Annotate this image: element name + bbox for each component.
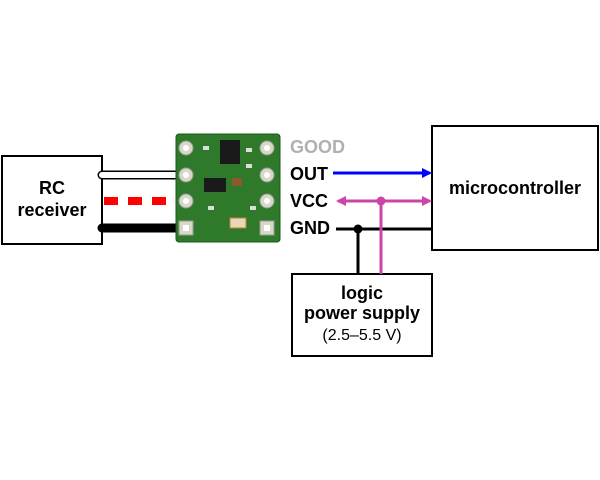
gnd-wiring bbox=[336, 224, 432, 274]
microcontroller-label: microcontroller bbox=[449, 178, 581, 198]
pcb-board bbox=[175, 133, 281, 243]
vcc-wiring bbox=[336, 196, 432, 274]
rc-cable bbox=[97, 170, 191, 233]
microcontroller-box: microcontroller bbox=[431, 125, 599, 251]
power-supply-voltage-range: (2.5–5.5 V) bbox=[322, 327, 401, 344]
pin-label-good: GOOD bbox=[290, 137, 345, 157]
pin-label-out: OUT bbox=[290, 164, 328, 184]
power-supply-label-line2: power supply bbox=[304, 303, 420, 323]
chip-icon bbox=[220, 140, 240, 164]
gnd-junction-icon bbox=[353, 224, 363, 234]
rc-receiver-label-line2: receiver bbox=[17, 200, 86, 220]
power-supply-label-line1: logic bbox=[341, 283, 383, 303]
power-supply-box: logic power supply (2.5–5.5 V) bbox=[291, 273, 433, 357]
vcc-junction-icon bbox=[376, 196, 386, 206]
rc-receiver-label-line1: RC bbox=[39, 178, 65, 198]
pin-label-vcc: VCC bbox=[290, 191, 328, 211]
pin-label-gnd: GND bbox=[290, 218, 330, 238]
rc-receiver-box: RC receiver bbox=[1, 155, 103, 245]
